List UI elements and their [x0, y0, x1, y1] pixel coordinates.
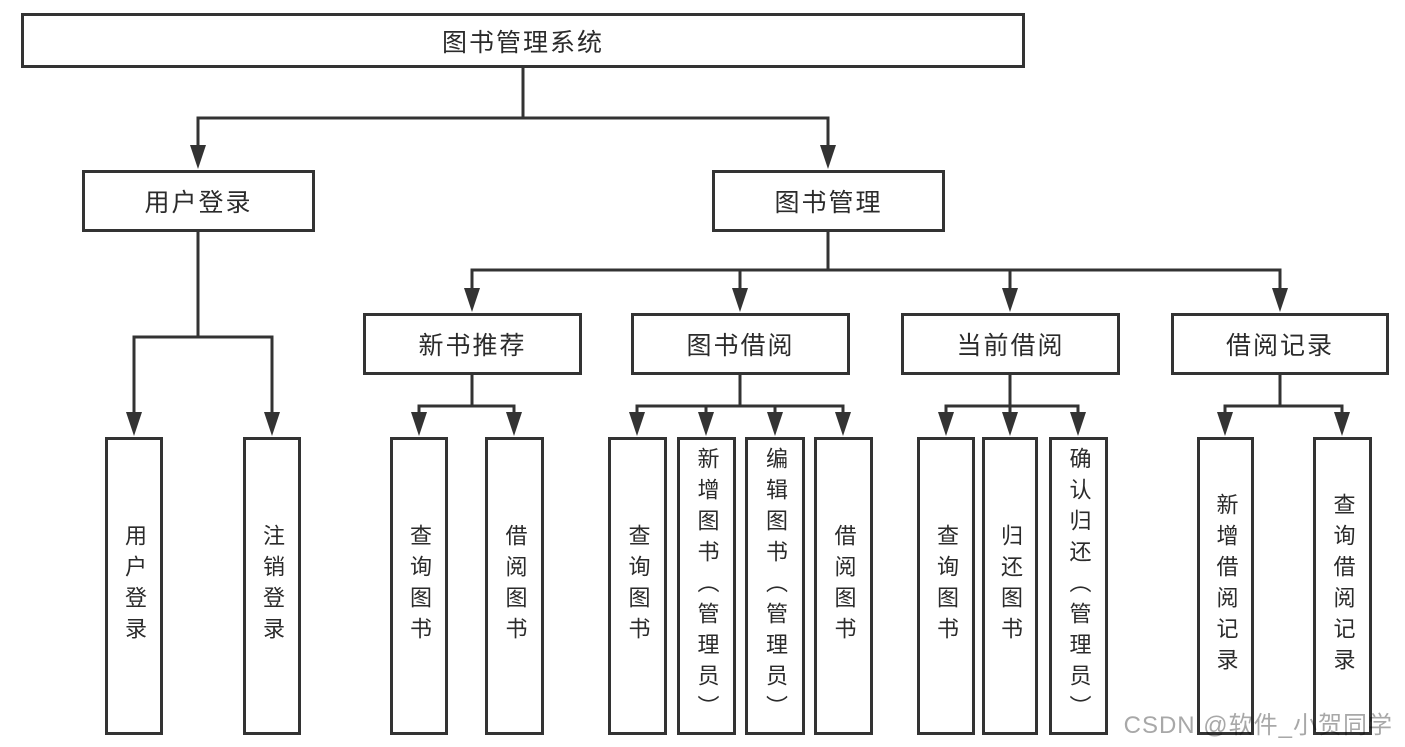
leaf-query-books-current: 查询图书 [917, 437, 975, 735]
leaf-confirm-return-admin: 确认归还（管理员） [1049, 437, 1108, 735]
leaf-edit-books-admin-label: 编辑图书（管理员） [763, 446, 788, 726]
node-new-book-recommend: 新书推荐 [363, 313, 582, 375]
leaf-return-books: 归还图书 [982, 437, 1038, 735]
leaf-add-borrow-record-label: 新增借阅记录 [1213, 493, 1239, 679]
node-current-borrow-label: 当前借阅 [956, 332, 1065, 360]
node-root-label: 图书管理系统 [441, 28, 604, 57]
csdn-watermark: CSDN @软件_小贺同学 [1123, 712, 1393, 739]
leaf-logout-label: 注销登录 [260, 524, 285, 648]
node-book-borrow-label: 图书借阅 [686, 332, 795, 360]
user-login-branch-connectors [126, 230, 280, 436]
current-borrow-group-connectors [938, 373, 1086, 436]
book-mgmt-branch-connectors [464, 230, 1288, 312]
node-book-management-label: 图书管理 [774, 189, 883, 217]
leaf-query-borrow-record: 查询借阅记录 [1313, 437, 1372, 735]
leaf-edit-books-admin: 编辑图书（管理员） [745, 437, 805, 735]
leaf-borrow-books-label: 借阅图书 [831, 524, 857, 648]
leaf-query-books-borrow: 查询图书 [608, 437, 667, 735]
leaf-query-books-recommend-label: 查询图书 [407, 524, 432, 648]
new-books-group-connectors [411, 373, 522, 436]
leaf-confirm-return-admin-label: 确认归还（管理员） [1066, 446, 1092, 726]
leaf-query-books-current-label: 查询图书 [934, 524, 959, 648]
node-borrow-records: 借阅记录 [1171, 313, 1389, 375]
node-book-borrow: 图书借阅 [631, 313, 850, 375]
book-borrow-group-connectors [629, 373, 851, 436]
leaf-borrow-books-recommend-label: 借阅图书 [502, 524, 528, 648]
leaf-logout: 注销登录 [243, 437, 301, 735]
leaf-user-login: 用户登录 [105, 437, 163, 735]
node-borrow-records-label: 借阅记录 [1225, 332, 1334, 360]
node-book-management: 图书管理 [712, 170, 945, 232]
leaf-return-books-label: 归还图书 [998, 524, 1023, 648]
node-root-system: 图书管理系统 [21, 13, 1025, 68]
node-new-book-recommend-label: 新书推荐 [418, 332, 527, 360]
leaf-query-books-recommend: 查询图书 [390, 437, 448, 735]
leaf-query-borrow-record-label: 查询借阅记录 [1330, 493, 1356, 679]
leaf-add-borrow-record: 新增借阅记录 [1197, 437, 1254, 735]
leaf-user-login-label: 用户登录 [122, 524, 147, 648]
leaf-borrow-books: 借阅图书 [814, 437, 873, 735]
borrow-records-group-connectors [1217, 373, 1350, 436]
leaf-borrow-books-recommend: 借阅图书 [485, 437, 544, 735]
node-user-login-label: 用户登录 [144, 189, 253, 217]
leaf-add-books-admin: 新增图书（管理员） [677, 437, 736, 735]
node-user-login: 用户登录 [82, 170, 315, 232]
root-to-level1-connectors [190, 66, 836, 169]
leaf-query-books-borrow-label: 查询图书 [625, 524, 651, 648]
node-current-borrow: 当前借阅 [901, 313, 1120, 375]
leaf-add-books-admin-label: 新增图书（管理员） [694, 446, 720, 726]
